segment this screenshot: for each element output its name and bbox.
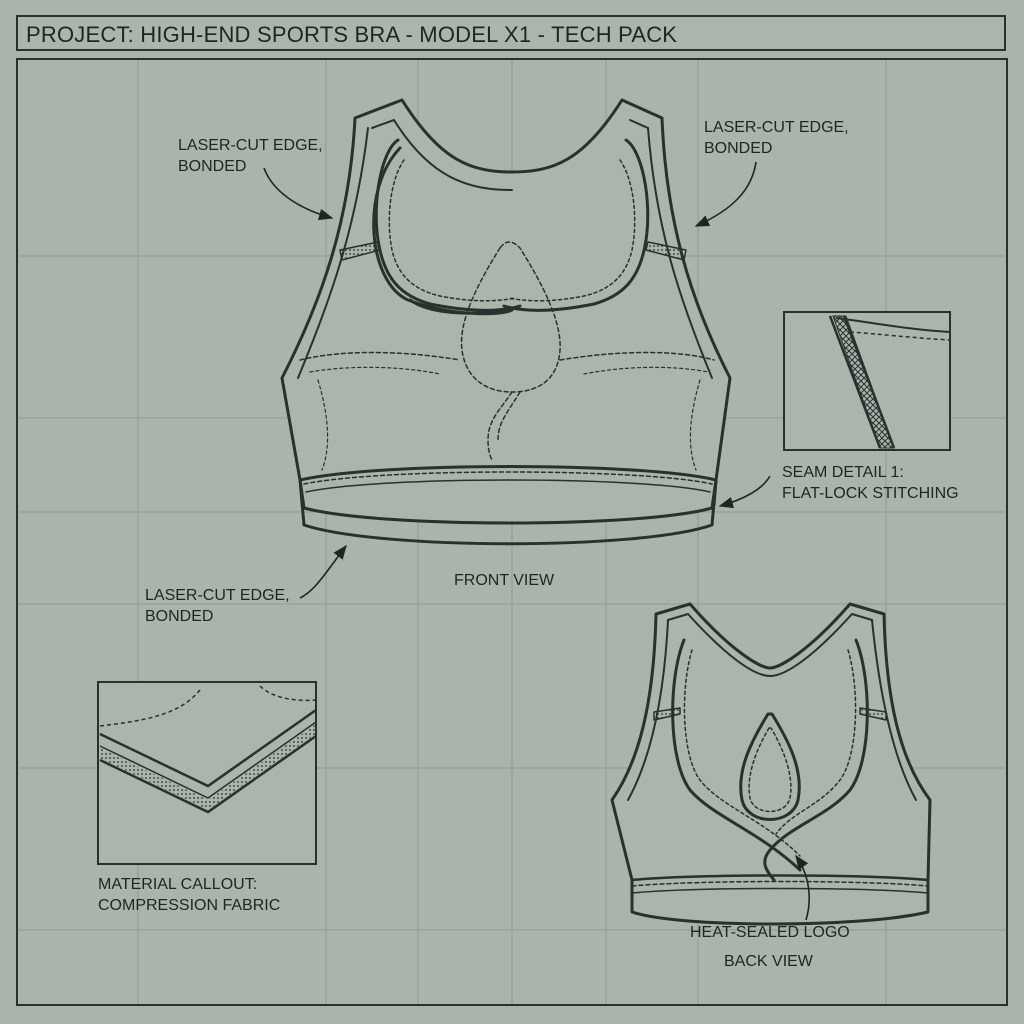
callout-line: LASER-CUT EDGE,: [704, 119, 849, 136]
callout-hem-edge: LASER-CUT EDGE, BONDED: [145, 585, 290, 627]
callout-line: MATERIAL CALLOUT:: [98, 876, 258, 893]
seam-detail-box: [783, 311, 951, 451]
callout-line: BONDED: [178, 158, 247, 175]
callout-line: COMPRESSION FABRIC: [98, 897, 281, 914]
front-view-garment: [280, 98, 732, 546]
callout-line: FLAT-LOCK STITCHING: [782, 485, 959, 502]
callout-front-right-edge: LASER-CUT EDGE, BONDED: [704, 117, 849, 159]
front-view-label: FRONT VIEW: [454, 572, 555, 589]
callout-seam-detail: SEAM DETAIL 1: FLAT-LOCK STITCHING: [782, 462, 959, 504]
callout-line: LASER-CUT EDGE,: [145, 587, 290, 604]
back-view-garment: [610, 602, 932, 926]
page-title: PROJECT: HIGH-END SPORTS BRA - MODEL X1 …: [26, 22, 678, 47]
title-bar: PROJECT: HIGH-END SPORTS BRA - MODEL X1 …: [16, 15, 1006, 51]
callout-line: LASER-CUT EDGE,: [178, 137, 323, 154]
drawing-frame: [16, 58, 1008, 1006]
callout-arrows: [263, 161, 810, 921]
back-view-label: BACK VIEW: [724, 953, 813, 970]
material-callout-box: [97, 681, 317, 865]
callout-line: SEAM DETAIL 1:: [782, 464, 904, 481]
callout-logo: HEAT-SEALED LOGO: [690, 924, 850, 941]
callout-line: BONDED: [145, 608, 214, 625]
callout-material: MATERIAL CALLOUT: COMPRESSION FABRIC: [98, 874, 280, 916]
callout-line: BONDED: [704, 140, 773, 157]
callout-front-left-edge: LASER-CUT EDGE, BONDED: [178, 135, 323, 177]
